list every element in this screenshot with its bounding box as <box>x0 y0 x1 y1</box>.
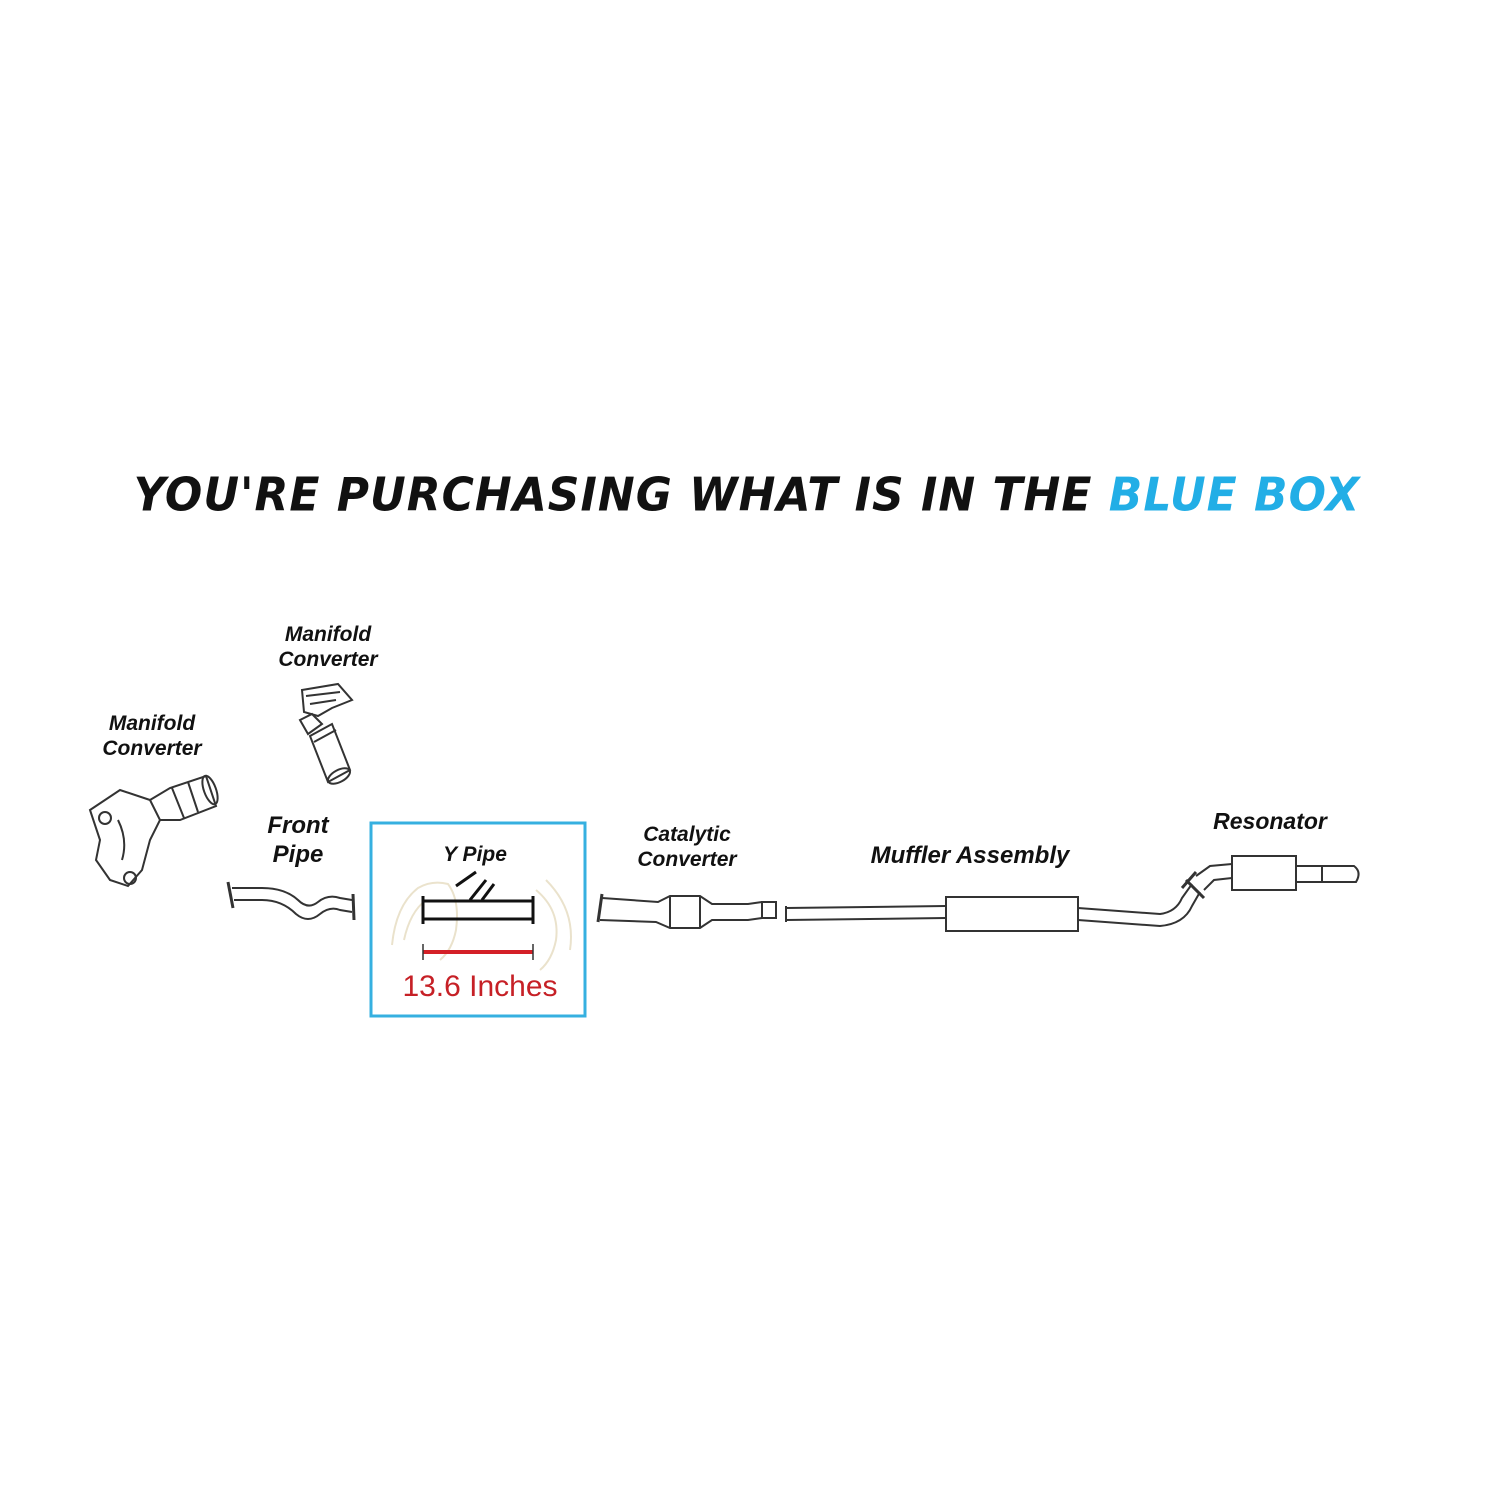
resonator-part <box>1180 855 1360 891</box>
manifold-converter-lower-part <box>88 774 219 888</box>
muffler-assembly-part <box>785 878 1206 932</box>
front-pipe-part <box>226 881 356 921</box>
blue-highlight-box <box>369 821 587 1018</box>
measure-line <box>422 944 534 960</box>
label-muffler-assembly: Muffler Assembly <box>870 842 1070 869</box>
label-manifold-converter-upper: Manifold Converter <box>278 623 378 672</box>
headline: YOU'RE PURCHASING WHAT IS IN THE BLUE BO… <box>0 469 1494 523</box>
label-catalytic-converter: Catalytic Converter <box>637 823 737 872</box>
watermark-horse-icon <box>391 879 572 971</box>
headline-highlight: BLUE BOX <box>1108 468 1361 523</box>
y-pipe-measurement: 13.6 Inches <box>402 970 558 1003</box>
catalytic-converter-part <box>596 893 777 929</box>
y-pipe-part <box>421 870 535 924</box>
label-manifold-converter-lower: Manifold Converter <box>102 712 202 761</box>
label-front-pipe: Front Pipe <box>267 812 329 868</box>
headline-prefix: YOU'RE PURCHASING WHAT IS IN THE <box>133 468 1093 523</box>
manifold-converter-upper-part <box>298 682 354 785</box>
label-resonator: Resonator <box>1213 808 1327 834</box>
label-y-pipe: Y Pipe <box>443 843 507 866</box>
